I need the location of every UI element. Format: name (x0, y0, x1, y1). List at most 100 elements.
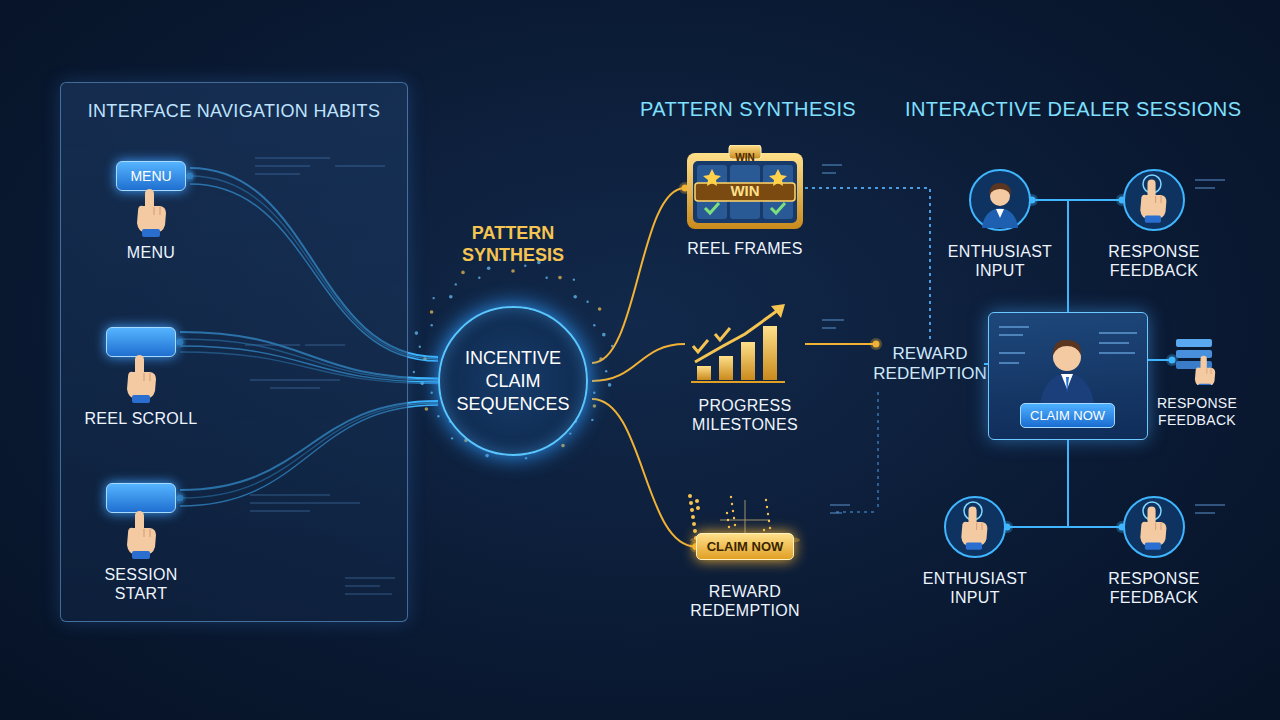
person-icon (968, 168, 1032, 232)
side-notes (822, 165, 1225, 513)
connector-line (805, 343, 876, 345)
item-label: RESPONSE FEEDBACK (1092, 242, 1216, 280)
tap-button: MENU (116, 161, 186, 191)
connector-dot (1169, 357, 1176, 364)
tap-item: REEL SCROLL (81, 327, 201, 428)
connector-line (1007, 440, 1068, 527)
tap-icon-art (1122, 495, 1186, 559)
tap-icon-art (943, 495, 1007, 559)
hub-rays (413, 259, 614, 460)
ray-dot (608, 383, 612, 387)
tap-button (106, 483, 176, 513)
ray-dot (561, 444, 565, 448)
reward-node: CLAIM NOW REWARD REDEMPTION (675, 490, 815, 620)
claim-button: CLAIM NOW (1020, 403, 1115, 428)
connector (1001, 440, 1068, 533)
ray-dot (449, 295, 453, 299)
tap-item: MENU MENU (101, 161, 201, 262)
tap-icon-art (1122, 168, 1186, 232)
ray-dot (598, 307, 602, 311)
text-node: REWARD REDEMPTION (876, 340, 984, 388)
icon-node: RESPONSE FEEDBACK (1092, 168, 1216, 280)
ray-dot (545, 276, 547, 278)
ray-dot (451, 437, 453, 439)
section-heading: INTERACTIVE DEALER SESSIONS (905, 98, 1235, 121)
connector (805, 188, 930, 340)
icon-node: ENTHUSIAST INPUT (935, 168, 1065, 280)
ray-dot (415, 331, 419, 335)
connector (592, 182, 691, 363)
item-label: ENTHUSIAST INPUT (935, 242, 1065, 280)
ray-dot (511, 269, 515, 273)
connector-line (592, 399, 696, 547)
button-text: MENU (130, 168, 171, 184)
ray-dot (525, 457, 527, 459)
tap-item: SESSION START (86, 483, 196, 603)
connector (1068, 440, 1128, 533)
item-label: MENU (127, 243, 175, 262)
connector (592, 399, 702, 553)
hand-icon-art (130, 185, 172, 239)
icon-node: RESPONSE FEEDBACK (1142, 335, 1252, 429)
connector (592, 344, 685, 381)
hub-heading: PATTERN SYNTHESIS (428, 222, 598, 266)
item-label: PROGRESS MILESTONES (680, 396, 810, 434)
item-label: ENTHUSIAST INPUT (920, 569, 1030, 607)
connector-line (592, 344, 685, 381)
item-label: REEL FRAMES (687, 239, 803, 258)
dotted-guide (836, 511, 878, 513)
ray-dot (478, 276, 480, 278)
section-heading: PATTERN SYNTHESIS (640, 98, 850, 121)
ray-dot (419, 346, 421, 348)
panel-box: INTERFACE NAVIGATION HABITS MENU MENU REEL … (60, 82, 408, 622)
ray-dot (485, 454, 489, 458)
connector (1148, 354, 1178, 366)
hand-icon-art (120, 351, 162, 405)
ray-dot (413, 371, 415, 373)
connector-glow (870, 338, 882, 350)
item-label: SESSION START (86, 565, 196, 603)
connector-dot (873, 341, 880, 348)
hand-icon (130, 185, 172, 239)
item-label: REEL SCROLL (85, 409, 198, 428)
hub-node: PATTERN SYNTHESIS INCENTIVE CLAIM SEQUENC… (428, 222, 598, 456)
person-icon-art (968, 168, 1032, 232)
chart-illustration (685, 300, 805, 388)
hand-icon (120, 351, 162, 405)
ray-dot (593, 404, 597, 408)
hub-circle: INCENTIVE CLAIM SEQUENCES (438, 306, 588, 456)
ray-dot (455, 283, 457, 285)
ray-dot (432, 297, 434, 299)
tap-icon (943, 495, 1007, 559)
item-label: RESPONSE FEEDBACK (1092, 569, 1216, 607)
reel-win-text: WIN (715, 182, 775, 199)
hand-icon (120, 507, 162, 561)
ray-dot (430, 310, 434, 314)
button-text: CLAIM NOW (707, 539, 784, 554)
ray-dot (593, 324, 595, 326)
ray-dot (430, 391, 432, 393)
doc-icon (1172, 335, 1222, 385)
panel-heading: INTERFACE NAVIGATION HABITS (88, 101, 380, 122)
ray-dot (573, 295, 577, 299)
ray-dot (569, 432, 571, 434)
dealer-screen: CLAIM NOW (988, 312, 1148, 440)
tap-button (106, 327, 176, 357)
dotted-guide (877, 392, 879, 510)
chart-node: PROGRESS MILESTONES (680, 300, 810, 434)
tap-icon (1122, 168, 1186, 232)
doc-icon-art (1172, 335, 1222, 385)
item-label: REWARD REDEMPTION (675, 582, 815, 620)
connector-line (592, 188, 685, 363)
button-text: CLAIM NOW (1030, 408, 1105, 423)
ray-dot (437, 415, 439, 417)
chart-illustration-art (685, 300, 805, 388)
icon-node: RESPONSE FEEDBACK (1092, 495, 1216, 607)
ray-dot (487, 266, 491, 270)
hub-text: INCENTIVE CLAIM SEQUENCES (451, 347, 575, 416)
ray-dot (558, 276, 562, 280)
ray-dot (573, 278, 575, 280)
node-text: REWARD REDEMPTION (873, 344, 986, 384)
tap-icon (1122, 495, 1186, 559)
hand-icon-art (120, 507, 162, 561)
